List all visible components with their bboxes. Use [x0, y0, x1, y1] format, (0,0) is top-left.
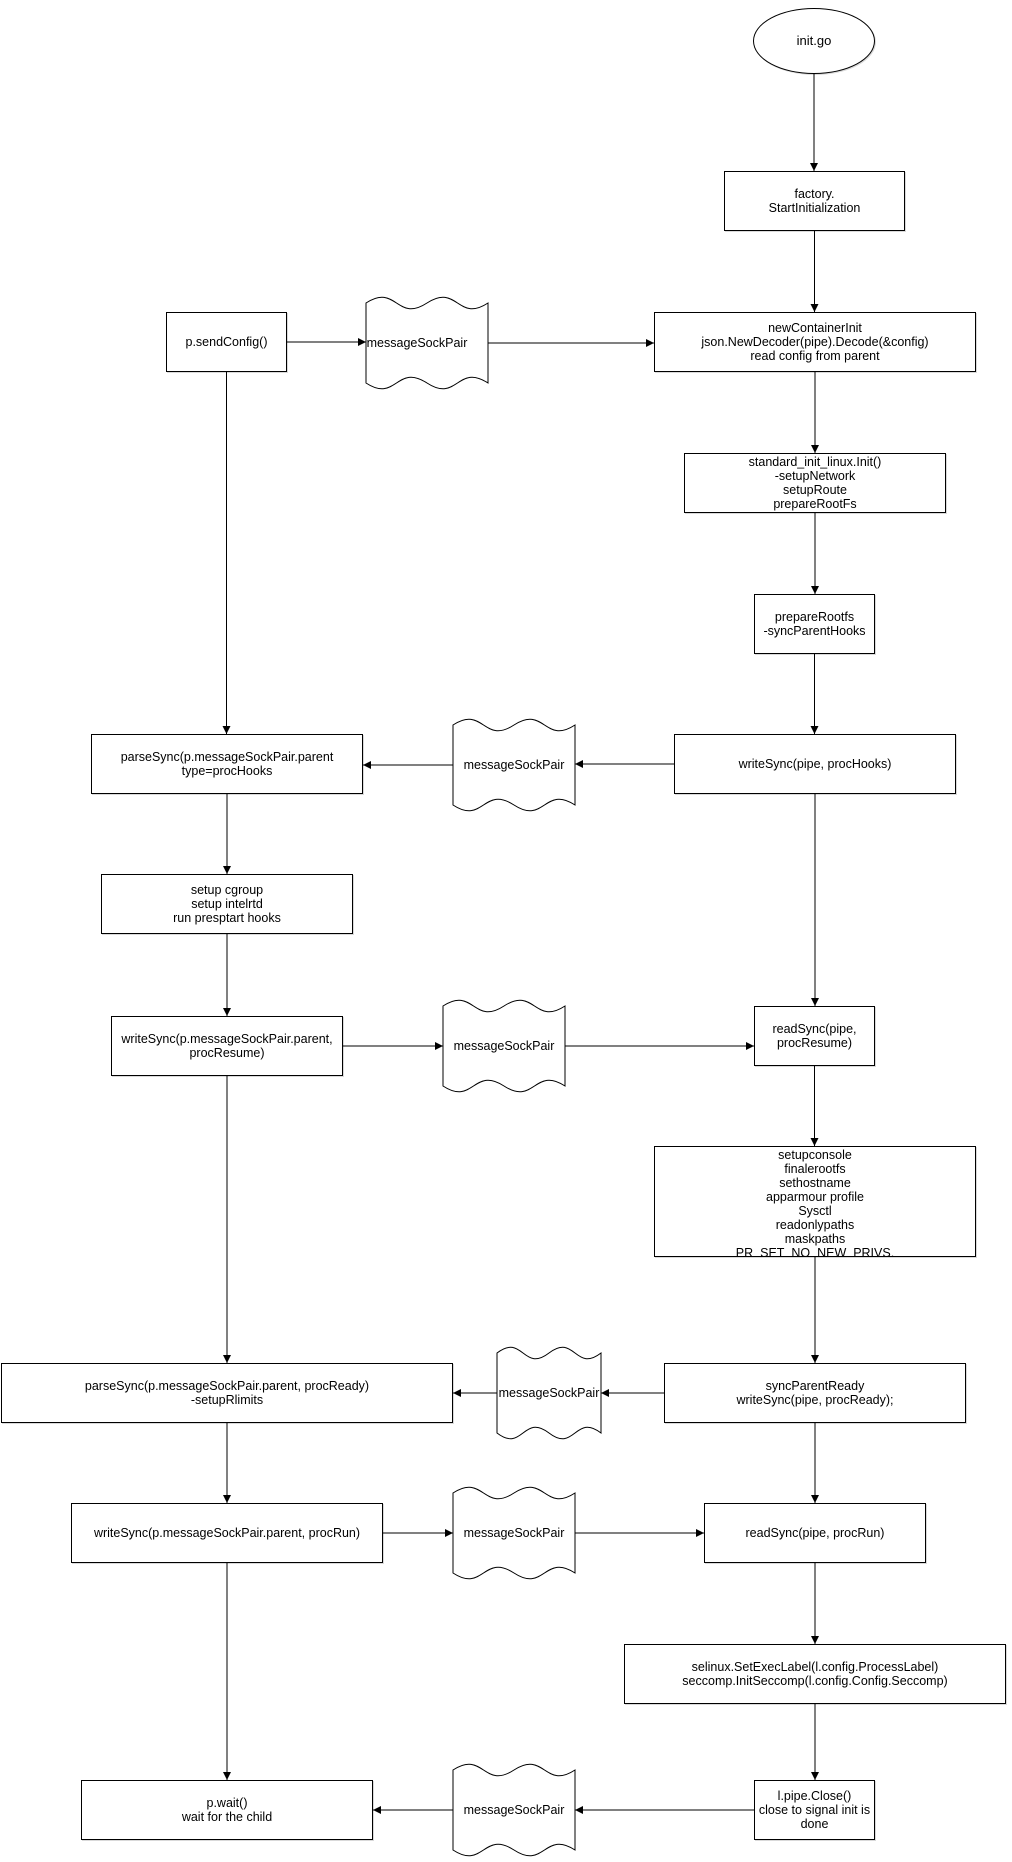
node-new-container-init: newContainerInit json.NewDecoder(pipe).D…	[654, 312, 976, 372]
tape-layer	[365, 296, 602, 1857]
node-line: seccomp.InitSeccomp(l.config.Config.Secc…	[682, 1674, 948, 1688]
node-line: parseSync(p.messageSockPair.parent	[120, 750, 334, 764]
message-tape-shape	[452, 1763, 576, 1857]
node-line: done	[800, 1817, 829, 1831]
message-tape-shape	[452, 1486, 576, 1580]
node-line: setup intelrtd	[191, 897, 263, 911]
node-line: selinux.SetExecLabel(l.config.ProcessLab…	[691, 1660, 939, 1674]
tape-label-1: messageSockPair	[366, 336, 468, 350]
message-tape-shape	[452, 718, 576, 812]
node-line: readonlypaths	[775, 1218, 855, 1232]
node-line: prepareRootfs	[774, 610, 855, 624]
node-line: PR_SET_NO_NEW_PRIVS,	[735, 1246, 895, 1257]
node-write-sync-prochooks: writeSync(pipe, procHooks)	[674, 734, 956, 794]
tape-label-5: messageSockPair	[463, 1526, 565, 1540]
node-line: l.pipe.Close()	[777, 1789, 852, 1803]
node-line: readSync(pipe, procRun)	[745, 1526, 885, 1540]
node-line: run presptart hooks	[173, 911, 281, 925]
tape-label-6: messageSockPair	[463, 1803, 565, 1817]
node-line: init.go	[796, 33, 832, 48]
message-tape-shape	[365, 296, 489, 390]
node-line: sethostname	[779, 1176, 851, 1190]
edge-layer	[222, 74, 819, 1814]
node-line: setup cgroup	[190, 883, 264, 897]
node-line: writeSync(p.messageSockPair.parent, proc…	[93, 1526, 361, 1540]
node-write-sync-parent-procresume: writeSync(p.messageSockPair.parent, proc…	[111, 1016, 343, 1076]
tape-label-4: messageSockPair	[498, 1386, 600, 1400]
node-parse-sync-prochooks: parseSync(p.messageSockPair.parent type=…	[91, 734, 363, 794]
node-line: writeSync(pipe, procHooks)	[738, 757, 892, 771]
node-line: maskpaths	[784, 1232, 846, 1246]
node-line: close to signal init is	[758, 1803, 871, 1817]
node-standard-init-linux: standard_init_linux.Init() -setupNetwork…	[684, 453, 946, 513]
node-line: writeSync(pipe, procReady);	[736, 1393, 894, 1407]
node-line: StartInitialization	[768, 201, 861, 215]
node-p-wait: p.wait() wait for the child	[81, 1780, 373, 1840]
node-factory-start-initialization: factory. StartInitialization	[724, 171, 905, 231]
node-read-sync-procrun: readSync(pipe, procRun)	[704, 1503, 926, 1563]
message-tape-shape	[442, 999, 566, 1093]
node-line: parseSync(p.messageSockPair.parent, proc…	[84, 1379, 370, 1393]
node-line: newContainerInit	[768, 321, 862, 335]
node-parse-sync-procready: parseSync(p.messageSockPair.parent, proc…	[1, 1363, 453, 1423]
node-setup-console: setupconsole finalerootfs sethostname ap…	[654, 1146, 976, 1257]
node-line: -setupRlimits	[190, 1393, 264, 1407]
node-pipe-close: l.pipe.Close() close to signal init is d…	[754, 1780, 875, 1840]
node-line: finalerootfs	[784, 1162, 846, 1176]
node-write-sync-parent-procrun: writeSync(p.messageSockPair.parent, proc…	[71, 1503, 383, 1563]
node-line: read config from parent	[750, 349, 880, 363]
node-prepare-rootfs: prepareRootfs -syncParentHooks	[754, 594, 875, 654]
node-read-sync-procresume: readSync(pipe, procResume)	[754, 1006, 875, 1066]
node-line: apparmour profile	[766, 1190, 864, 1204]
node-line: procResume)	[776, 1036, 853, 1050]
tape-label-3: messageSockPair	[453, 1039, 555, 1053]
node-line: json.NewDecoder(pipe).Decode(&config)	[701, 335, 929, 349]
node-line: -syncParentHooks	[763, 624, 866, 638]
node-line: wait for the child	[181, 1810, 273, 1824]
node-setup-cgroup: setup cgroup setup intelrtd run presptar…	[101, 874, 353, 934]
tape-label-2: messageSockPair	[463, 758, 565, 772]
node-line: p.sendConfig()	[185, 335, 268, 349]
node-line: p.wait()	[206, 1796, 248, 1810]
node-line: procResume)	[189, 1046, 265, 1060]
node-line: writeSync(p.messageSockPair.parent,	[121, 1032, 333, 1046]
node-init-go: init.go	[753, 8, 875, 74]
node-line: readSync(pipe,	[772, 1022, 857, 1036]
node-line: syncParentReady	[765, 1379, 865, 1393]
node-line: Sysctl	[798, 1204, 832, 1218]
node-line: type=procHooks	[181, 764, 273, 778]
node-selinux-seccomp: selinux.SetExecLabel(l.config.ProcessLab…	[624, 1644, 1006, 1704]
node-line: -setupNetwork	[774, 469, 856, 483]
node-line: setupconsole	[778, 1148, 852, 1162]
node-send-config: p.sendConfig()	[166, 312, 287, 372]
node-sync-parent-ready: syncParentReady writeSync(pipe, procRead…	[664, 1363, 966, 1423]
node-line: factory.	[794, 187, 835, 201]
node-line: prepareRootFs	[773, 497, 857, 511]
message-tape-shape	[496, 1346, 602, 1440]
node-line: setupRoute	[783, 483, 847, 497]
node-line: standard_init_linux.Init()	[748, 455, 882, 469]
